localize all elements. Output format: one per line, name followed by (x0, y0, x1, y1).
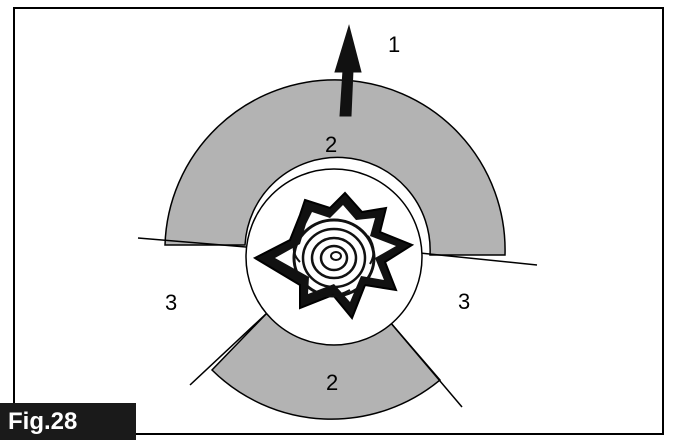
callout-2-top: 2 (325, 132, 337, 157)
figure-label: Fig.28 (0, 403, 136, 440)
callout-3-left: 3 (165, 290, 177, 315)
callout-2-bottom: 2 (326, 370, 338, 395)
callout-1: 1 (388, 32, 400, 57)
callout-3-right: 3 (458, 289, 470, 314)
